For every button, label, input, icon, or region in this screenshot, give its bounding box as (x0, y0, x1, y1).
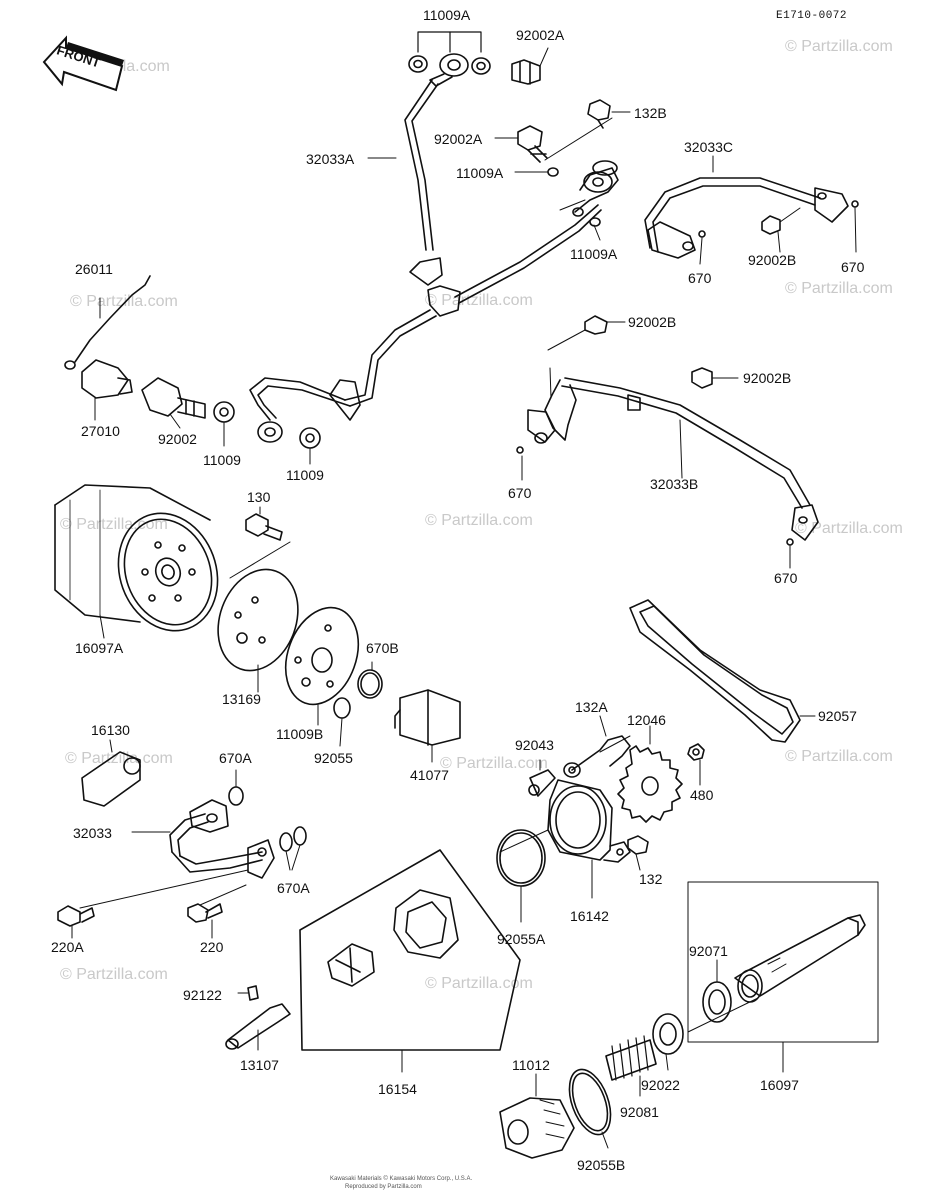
watermark: © Partzilla.com (60, 966, 168, 983)
part-label: 26011 (75, 261, 113, 277)
part-label: 11012 (512, 1057, 550, 1073)
part-label: 670A (219, 750, 252, 766)
part-label: 92002B (748, 252, 797, 268)
oil-pipe-32033C (644, 155, 859, 265)
front-direction-arrow-icon (42, 35, 124, 92)
part-label: 480 (690, 787, 714, 803)
part-label: 12046 (627, 712, 666, 728)
bolt-132B (587, 99, 611, 129)
oil-pipe-32033A (249, 31, 619, 443)
part-label: 41077 (410, 767, 449, 783)
part-label: 92055A (497, 931, 546, 947)
watermark: © Partzilla.com (440, 755, 548, 772)
filter-mount-plates (217, 506, 383, 747)
part-label: 16097A (75, 640, 124, 656)
pump-body-16142 (496, 715, 649, 923)
figure-reference: E1710-0072 (776, 10, 848, 22)
banjo-bolt-92002A (511, 59, 541, 85)
part-label: 16142 (570, 908, 609, 924)
part-label: 92002B (743, 370, 792, 386)
part-label: 16097 (760, 1077, 799, 1093)
part-label: 92055B (577, 1157, 626, 1173)
part-label: 132A (575, 699, 608, 715)
part-label: 130 (247, 489, 271, 505)
part-label: 27010 (81, 423, 120, 439)
oil-pipe-32033B (516, 315, 819, 569)
copyright-line: Kawasaki Materials © Kawasaki Motors Cor… (330, 1176, 473, 1182)
watermark: © Partzilla.com (425, 975, 533, 992)
sprocket-12046 (617, 725, 705, 823)
part-label: 11009B (276, 726, 324, 742)
part-label: 670 (688, 270, 712, 286)
part-label: 670A (277, 880, 310, 896)
part-label: 92071 (689, 943, 728, 959)
part-label: 13107 (240, 1057, 279, 1073)
banjo-bolt-92002A-mid (517, 125, 548, 163)
part-label: 670B (366, 640, 399, 656)
part-label: 92055 (314, 750, 353, 766)
bolt-220A (57, 905, 95, 939)
watermark: © Partzilla.com (425, 512, 533, 529)
part-label: 32033 (73, 825, 112, 841)
part-label: 670 (774, 570, 798, 586)
watermark: © Partzilla.com (70, 293, 178, 310)
pump-shaft-13107 (225, 985, 291, 1051)
watermark: © Partzilla.com (785, 748, 893, 765)
bolt-220 (187, 903, 223, 939)
part-label: 16154 (378, 1081, 417, 1097)
copyright-line: Reproduced by Partzilla.com (345, 1184, 422, 1190)
part-label: 220A (51, 939, 84, 955)
part-label: 11009 (203, 452, 241, 468)
watermark: © Partzilla.com (785, 38, 893, 55)
part-label: 92002B (628, 314, 677, 330)
part-label: 32033A (306, 151, 355, 167)
drive-chain-92057 (629, 599, 816, 743)
part-label: 92002 (158, 431, 197, 447)
part-label: 11009 (286, 467, 324, 483)
watermark: © Partzilla.com (785, 280, 893, 297)
rotor-kit-16154 (299, 849, 521, 1073)
part-label: 92081 (620, 1104, 659, 1120)
part-label: 13169 (222, 691, 261, 707)
part-label: 92122 (183, 987, 222, 1003)
leader-lines-top (367, 47, 631, 173)
fitting-16130 (81, 739, 141, 807)
part-label: 132B (634, 105, 667, 121)
drain-plug-41077 (394, 689, 461, 763)
part-label: 220 (200, 939, 224, 955)
part-label: 92022 (641, 1077, 680, 1093)
oil-filter-16097A (54, 484, 219, 639)
part-label: 132 (639, 871, 663, 887)
oil-pressure-switch (64, 275, 321, 465)
part-label: 92057 (818, 708, 857, 724)
part-label: 92002A (516, 27, 565, 43)
oil-pipe-32033 (79, 769, 307, 909)
part-label: 11009A (456, 165, 504, 181)
relief-valve-parts (499, 1013, 684, 1159)
part-label: 11009A (423, 7, 471, 23)
watermark: © Partzilla.com (425, 292, 533, 309)
part-label: 32033C (684, 139, 734, 155)
part-label: 670 (508, 485, 532, 501)
strainer-16097 (687, 881, 879, 1073)
watermark: © Partzilla.com (65, 750, 173, 767)
part-label: 32033B (650, 476, 699, 492)
watermark: © Partzilla.com (60, 516, 168, 533)
watermark: © Partzilla.com (795, 520, 903, 537)
part-label: 16130 (91, 722, 130, 738)
part-label: 670 (841, 259, 865, 275)
part-label: 11009A (570, 246, 618, 262)
part-label: 92043 (515, 737, 554, 753)
part-label: 92002A (434, 131, 483, 147)
